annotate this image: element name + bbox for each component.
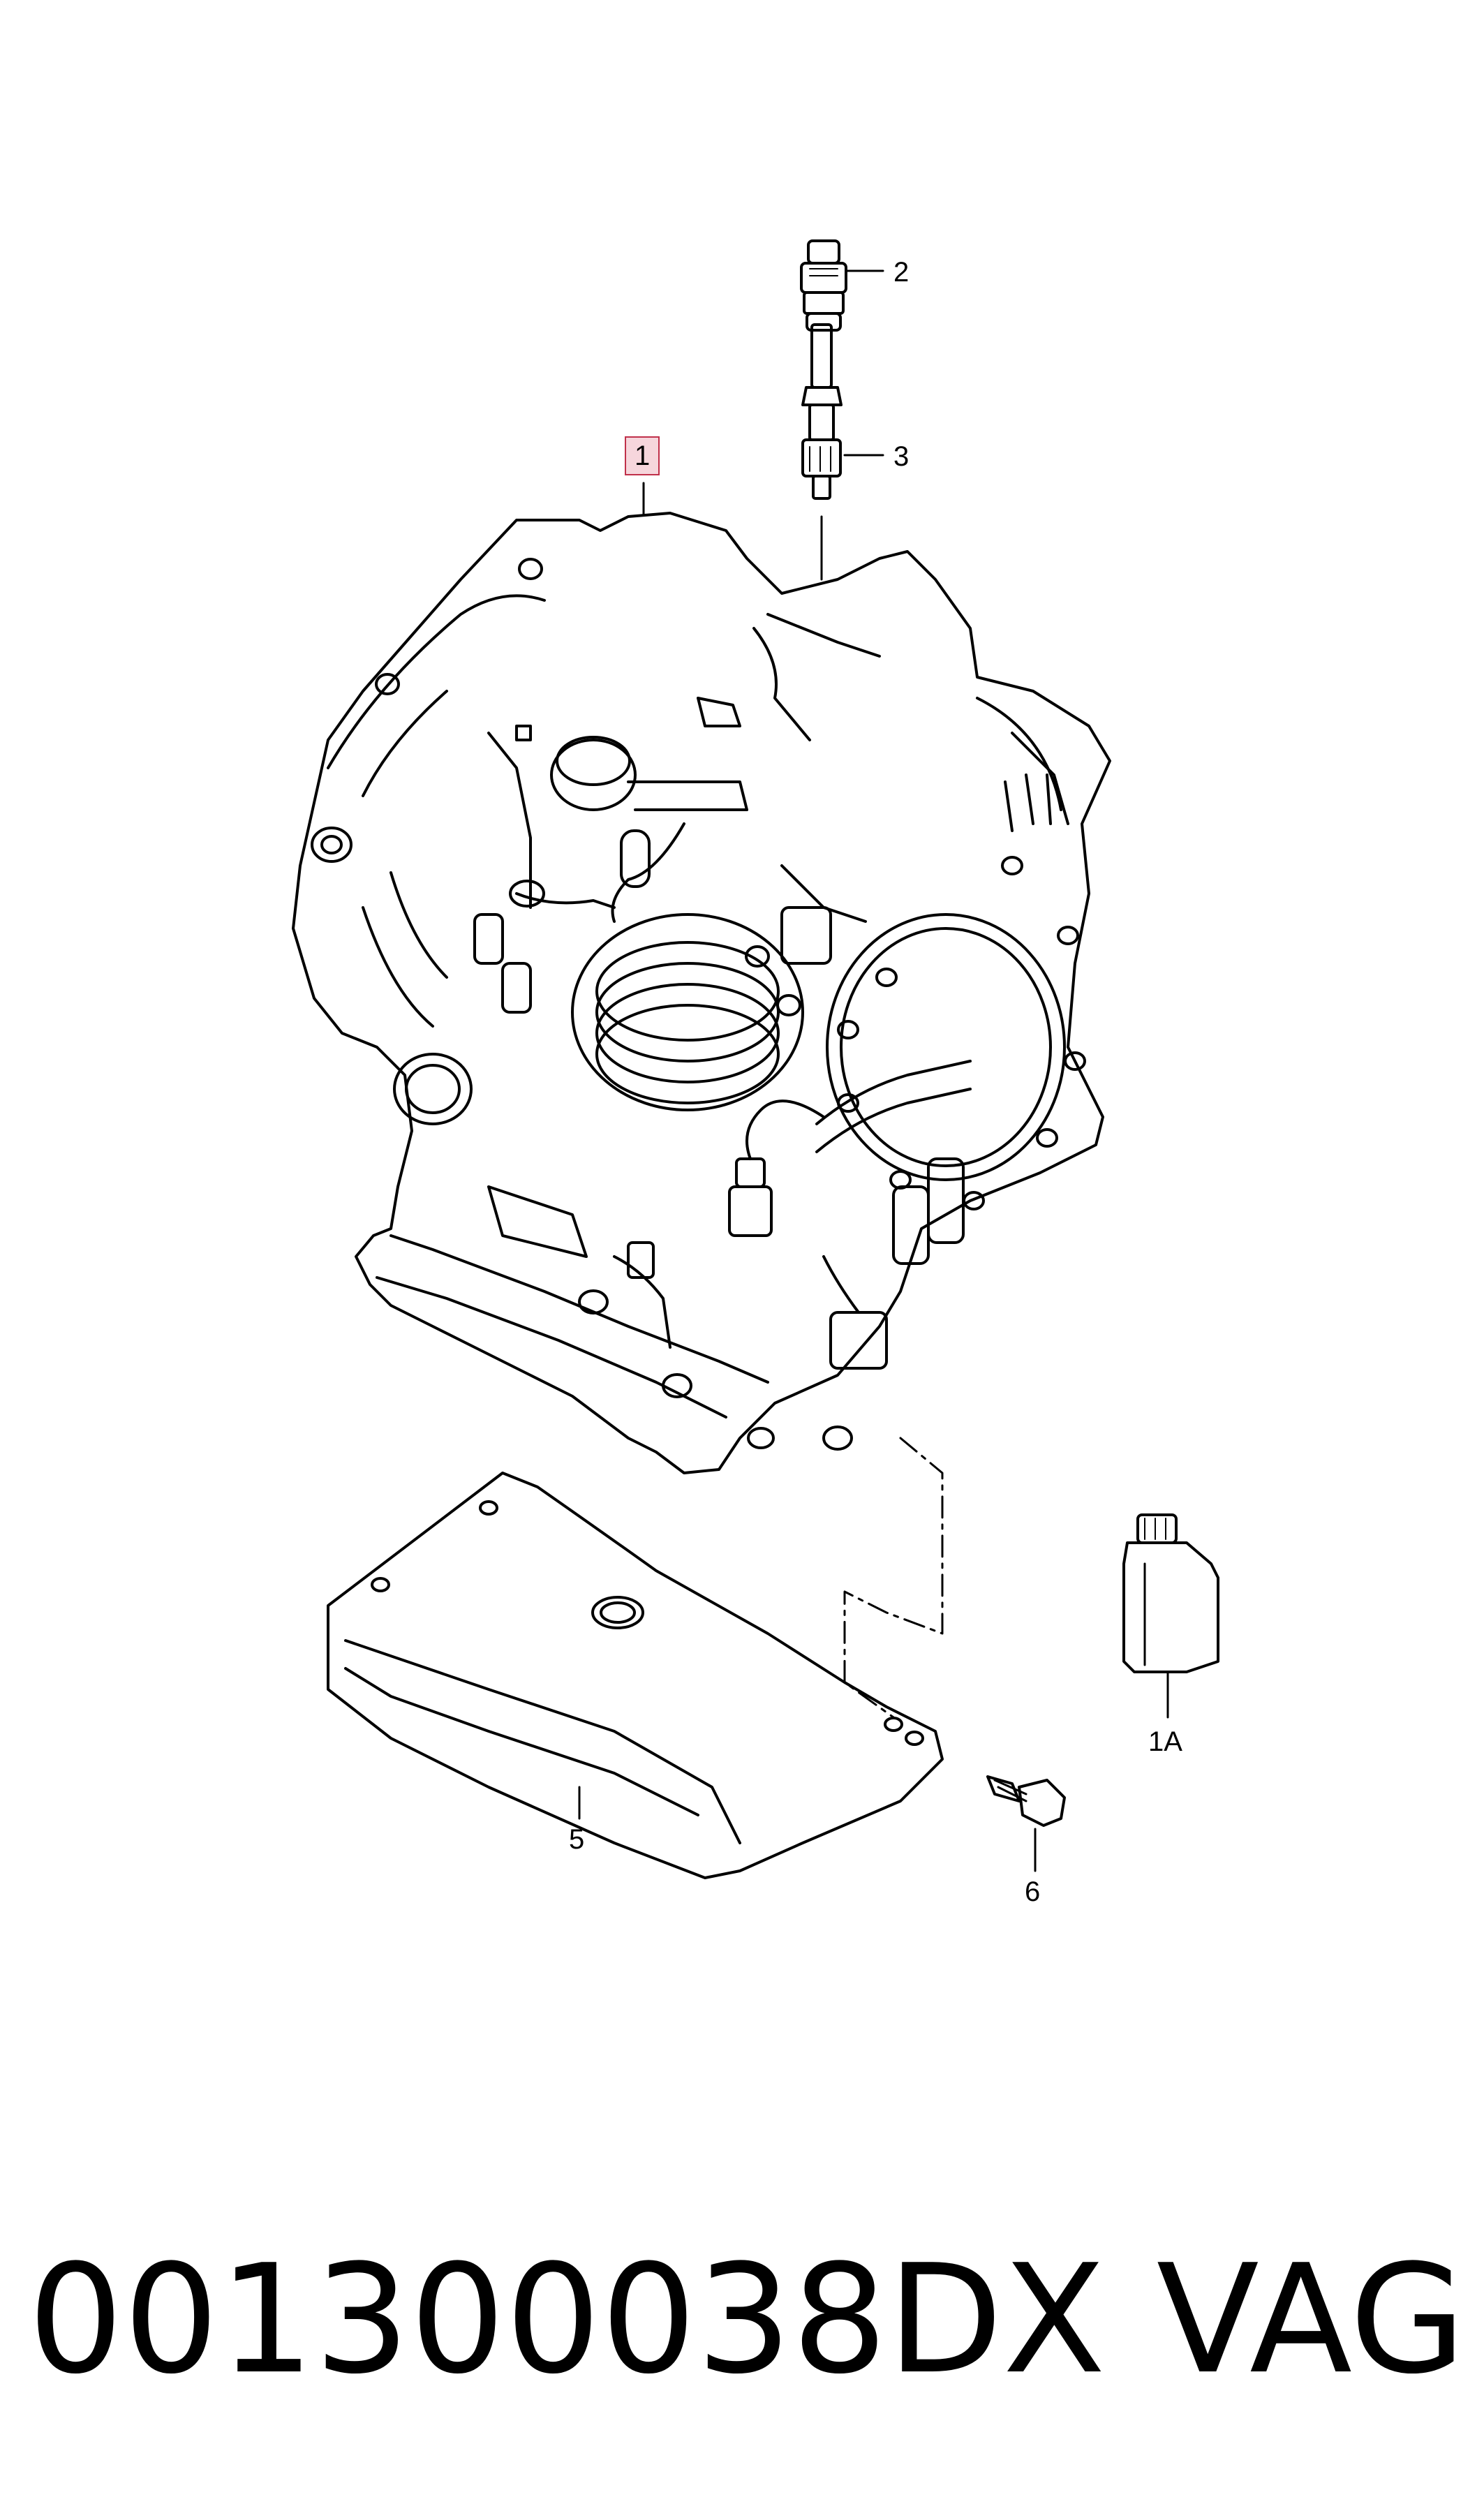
- diagram-drawing: [292, 239, 1219, 1879]
- callout-5: 5: [569, 1824, 585, 1855]
- brand-name: VAG: [1156, 2232, 1466, 2407]
- callout-3: 3: [893, 441, 910, 472]
- part-number: 001300038DX: [28, 2232, 1106, 2407]
- sender-part: [800, 239, 884, 332]
- callout-2: 2: [893, 257, 910, 288]
- callout-1a: 1A: [1148, 1726, 1182, 1757]
- callout-1: 1: [625, 436, 660, 475]
- exploded-parts-diagram: 1 2 3 1A 5 6: [292, 239, 1219, 1907]
- gearbox-part: [292, 512, 1111, 1474]
- callout-6: 6: [1025, 1876, 1041, 1907]
- drive-shaft-part: [801, 323, 884, 581]
- bolt-part: [986, 1775, 1066, 1872]
- oil-bottle-part: [1122, 1513, 1219, 1719]
- part-info-footer: 001300038DX VAG: [28, 2244, 1466, 2426]
- dashed-leader: [843, 1437, 944, 1719]
- cover-plate-part: [327, 1472, 944, 1879]
